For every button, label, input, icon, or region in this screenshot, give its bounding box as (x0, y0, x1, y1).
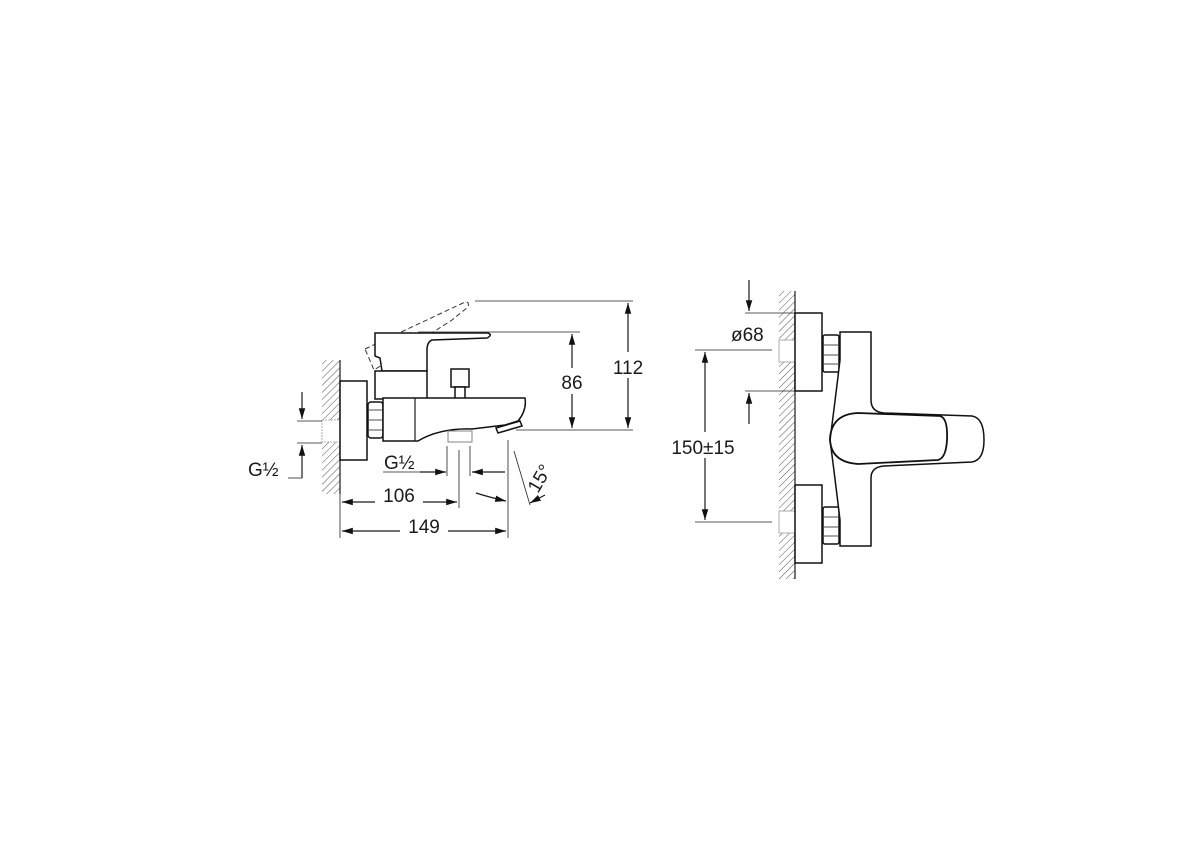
upper-nut (822, 334, 840, 373)
lower-flange (794, 484, 823, 564)
dim-inlet-g-label: G½ (248, 460, 279, 481)
dim-center-distance: 150±15 (658, 349, 772, 523)
dim-86-label: 86 (561, 373, 582, 394)
side-view: 112 86 G½ G½ (248, 300, 651, 542)
dim-spout-angle: 15° (475, 450, 557, 506)
dim-inlet-thread: G½ (248, 392, 322, 481)
lever-handle-front (829, 412, 949, 465)
dim-overall-height: 112 (475, 300, 651, 431)
dim-15-label: 15° (524, 461, 557, 496)
dim-106-label: 106 (383, 486, 415, 507)
dim-outlet-g-label: G½ (384, 453, 415, 474)
dim-flange-diameter: ø68 (731, 280, 795, 424)
wall-hatch-right (778, 291, 796, 579)
wall-hatch-left (321, 360, 341, 494)
connection-nut (367, 401, 384, 439)
mixer-body-spout (382, 397, 527, 442)
cartridge-housing (374, 370, 428, 400)
wall-flange (339, 380, 368, 461)
shower-outlet (447, 430, 473, 443)
spout-aerator (494, 420, 524, 434)
diverter-knob (450, 368, 470, 400)
lever-handle (374, 332, 491, 372)
lower-nut (822, 506, 840, 545)
dim-68-label: ø68 (731, 325, 764, 346)
lever-raised-outline (364, 301, 469, 371)
dim-150-label: 150±15 (671, 438, 734, 459)
mixer-body-front (829, 331, 985, 547)
dim-outlet-thread: G½ (383, 446, 505, 476)
dim-spout-height: 86 (418, 331, 593, 428)
dim-112-label: 112 (613, 358, 643, 379)
dim-149-label: 149 (408, 517, 440, 538)
front-view: ø68 150±15 (658, 280, 985, 579)
upper-flange (794, 312, 823, 392)
dim-depth-106: 106 (342, 450, 460, 512)
dim-depth-149: 149 (339, 440, 509, 542)
